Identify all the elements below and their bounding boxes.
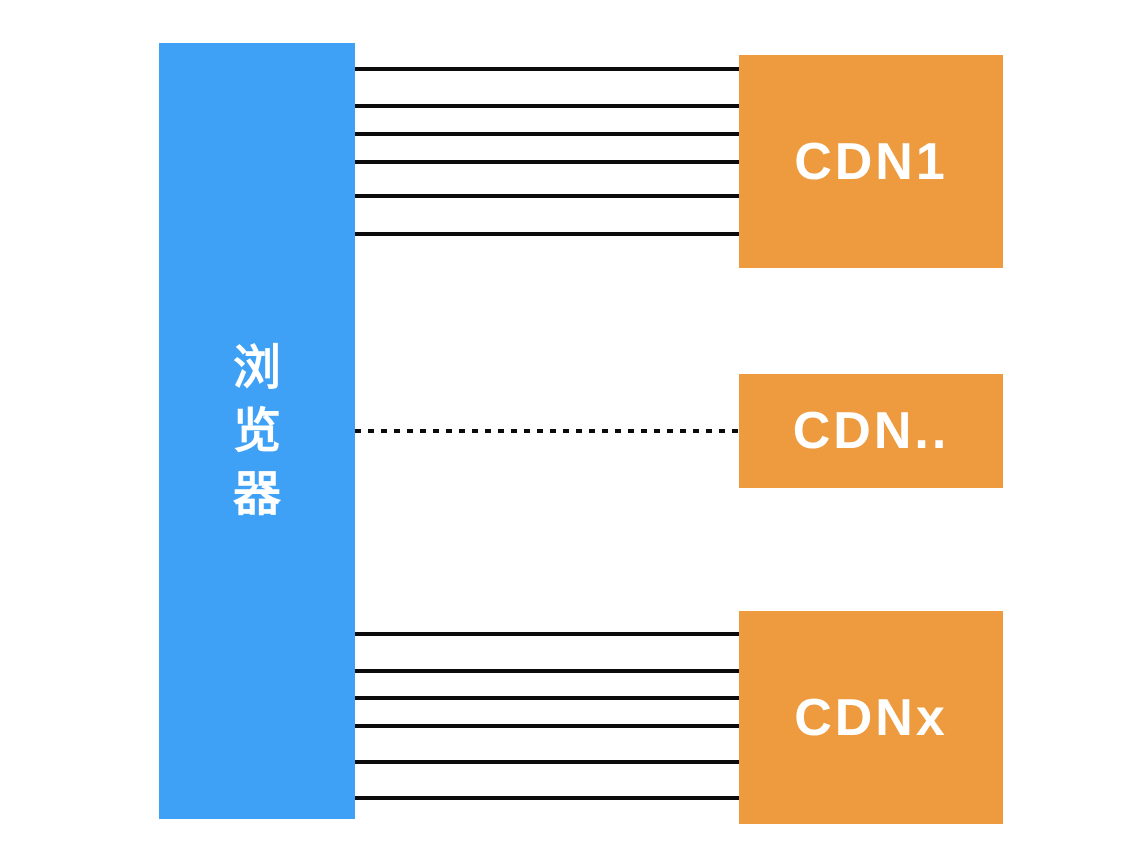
- connection-line: [355, 796, 739, 800]
- connection-line: [355, 232, 739, 236]
- connection-line: [355, 160, 739, 164]
- connection-line: [355, 104, 739, 108]
- connection-line: [355, 67, 739, 71]
- cdnx-label: CDNx: [794, 688, 948, 747]
- cdnx-node: CDNx: [739, 611, 1003, 824]
- connection-line: [355, 760, 739, 764]
- connection-line: [355, 669, 739, 673]
- browser-node: 浏 览 器: [159, 43, 355, 819]
- dashed-connection-line: [355, 429, 739, 433]
- browser-label: 浏 览 器: [233, 337, 281, 526]
- browser-label-char: 浏: [232, 341, 281, 395]
- connection-line: [355, 632, 739, 636]
- cdn-ellipsis-node: CDN..: [739, 374, 1003, 488]
- cdn-ellipsis-label: CDN..: [792, 402, 950, 460]
- connection-line: [355, 194, 739, 198]
- cdn1-node: CDN1: [739, 55, 1003, 268]
- connection-line: [355, 132, 739, 136]
- browser-label-char: 器: [232, 467, 281, 521]
- connection-line: [355, 724, 739, 728]
- browser-label-char: 览: [232, 404, 281, 458]
- connection-line: [355, 696, 739, 700]
- cdn1-label: CDN1: [794, 132, 948, 191]
